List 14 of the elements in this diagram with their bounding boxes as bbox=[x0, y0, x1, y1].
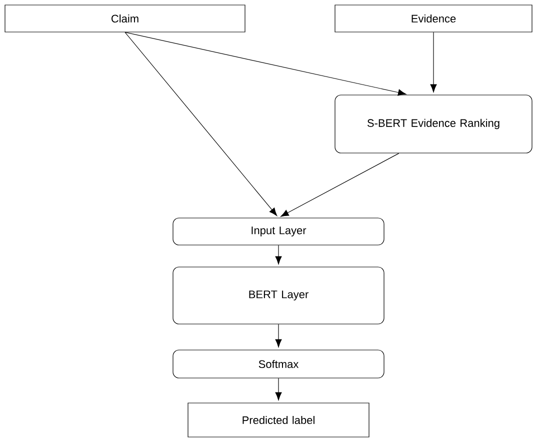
layer-box: BERT Layer bbox=[172, 266, 384, 324]
arrow bbox=[124, 32, 406, 96]
arrow bbox=[275, 324, 282, 348]
arrow bbox=[280, 153, 400, 217]
layer-box: Softmax bbox=[172, 350, 384, 378]
arrow bbox=[275, 245, 282, 264]
layer-box: Input Layer bbox=[172, 218, 384, 246]
output-box: Predicted label bbox=[188, 402, 370, 438]
arrow bbox=[430, 32, 437, 92]
arrow bbox=[124, 32, 278, 216]
input-box: Evidence bbox=[334, 4, 532, 32]
process-box: S-BERT Evidence Ranking bbox=[334, 94, 532, 154]
input-box: Claim bbox=[4, 4, 246, 32]
arrow bbox=[275, 378, 282, 400]
